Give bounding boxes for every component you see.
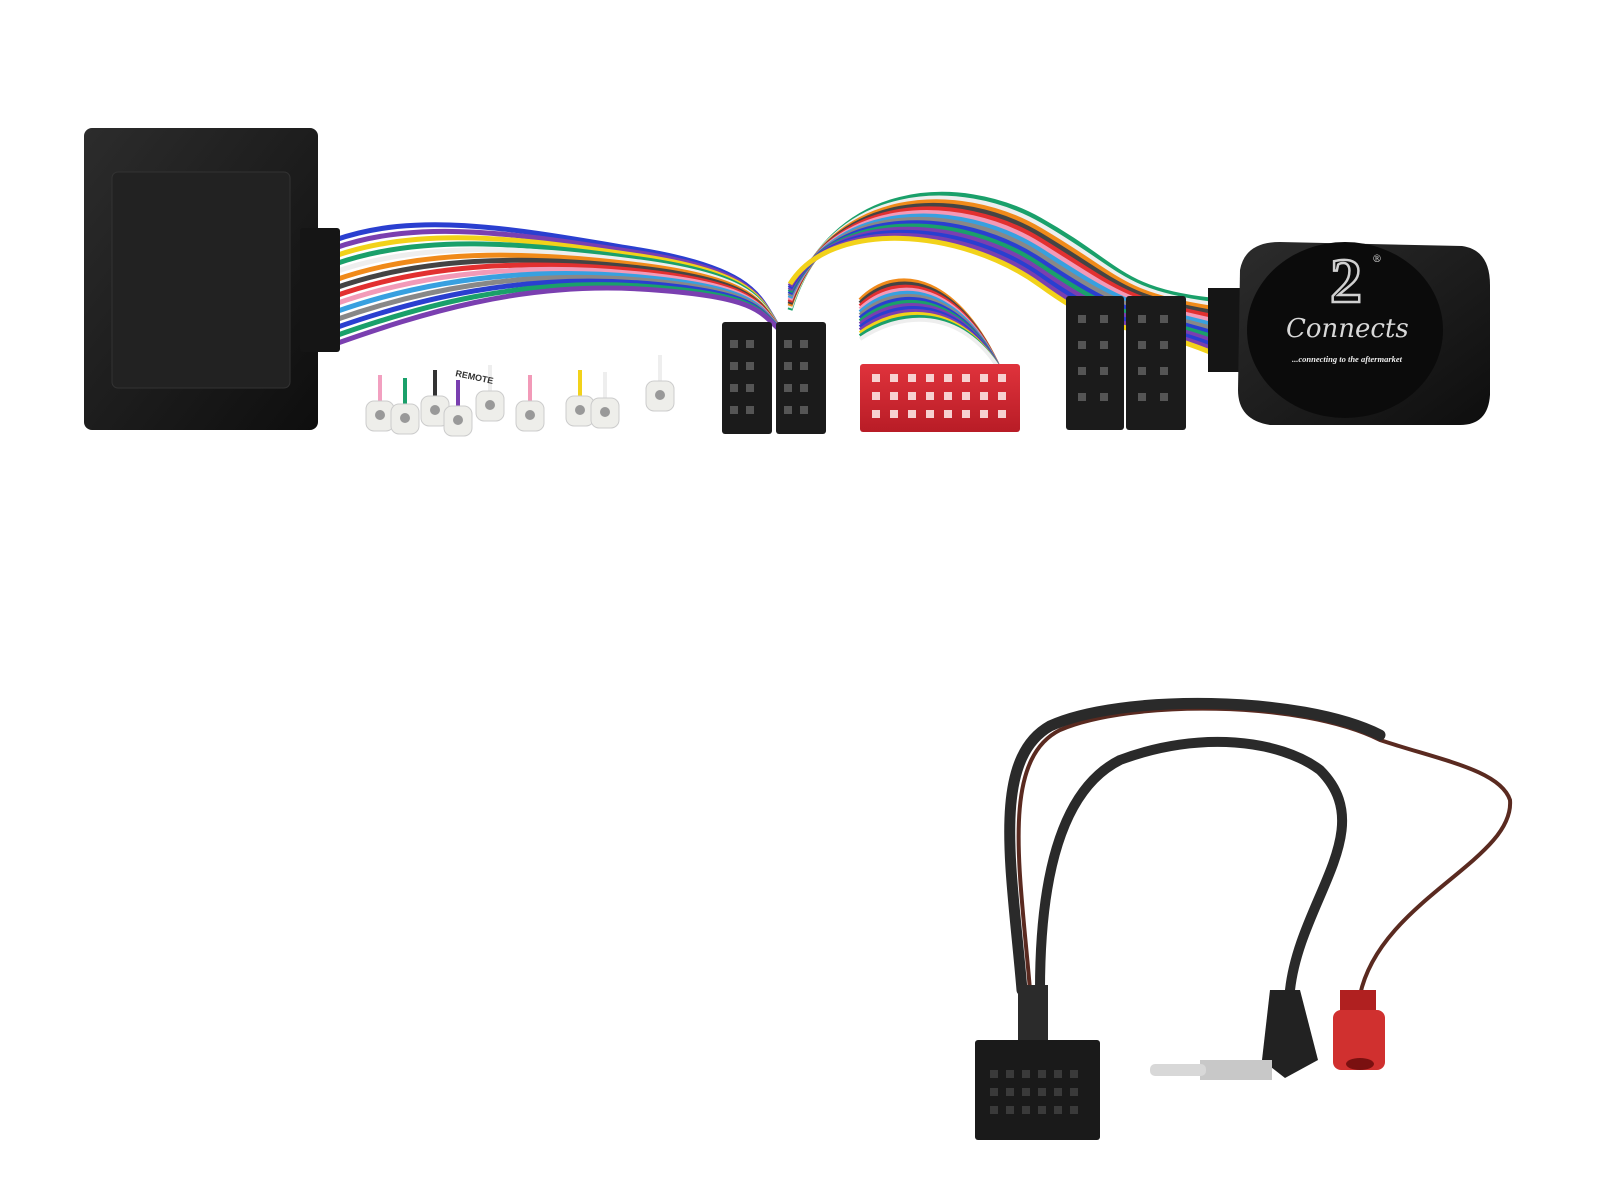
connector-pin [1038,1070,1046,1078]
connector-pin [1138,341,1146,349]
connector-pin [998,374,1006,382]
connector-pin [926,392,934,400]
connector-pin [784,340,792,348]
connector-pin [1078,367,1086,375]
terminal-hole [575,405,585,415]
connector-pin [1138,315,1146,323]
bullet-terminals [365,355,675,437]
connector-pin [872,374,880,382]
connector-pin [980,374,988,382]
logo-wordmark: Connects [1286,314,1409,344]
interface-box [84,128,340,430]
connector-pin [1006,1088,1014,1096]
connector-pin [1160,341,1168,349]
adapter-lead [975,697,1513,1140]
connector-pin [1100,341,1108,349]
connector-pin [1038,1088,1046,1096]
connector-pin [1070,1088,1078,1096]
connector-pin [1100,315,1108,323]
connector-pin [730,406,738,414]
connector-pin [1070,1106,1078,1114]
connector-pin [1160,367,1168,375]
terminal-hole [430,405,440,415]
connector-pin [944,392,952,400]
connector-pin [1022,1070,1030,1078]
red-connector [860,364,1020,432]
iso-connector-black-right [1066,296,1186,430]
logo-tagline: ...connecting to the aftermarket [1292,354,1403,364]
connector-pin [962,410,970,418]
connector-pin [784,406,792,414]
connector-pin [1078,393,1086,401]
connector-pin [1022,1106,1030,1114]
connector-pin [1054,1106,1062,1114]
connector-pin [1006,1106,1014,1114]
connector-pin [890,410,898,418]
logo-numeral: 2 [1330,245,1362,316]
connector-pin [944,410,952,418]
terminal-hole [375,410,385,420]
terminal-hole [655,390,665,400]
connector-pin [998,410,1006,418]
connector-pin [784,362,792,370]
connector-pin [908,392,916,400]
connector-pin [1022,1088,1030,1096]
steering-control-module: 2 ® Connects ...connecting to the afterm… [1208,242,1490,425]
connector-pin [990,1088,998,1096]
connector-pin [1054,1070,1062,1078]
terminal-hole [525,410,535,420]
connector-pin [962,392,970,400]
connector-pin [800,340,808,348]
connector-pin [730,362,738,370]
logo-registered: ® [1372,254,1382,265]
terminal-hole [485,400,495,410]
connector-pin [980,410,988,418]
connector-pin [1160,393,1168,401]
connector-pin [730,384,738,392]
connector-pin [872,410,880,418]
connector-pin [746,406,754,414]
connector-pin [908,374,916,382]
connector-pin [746,362,754,370]
connector-pin [800,406,808,414]
terminal-hole [453,415,463,425]
connector-pin [962,374,970,382]
connector-pin [980,392,988,400]
connector-pin [1078,341,1086,349]
connector-pin [908,410,916,418]
connector-pin [800,362,808,370]
connector-pin [800,384,808,392]
connector-pin [1054,1088,1062,1096]
connector-pin [890,374,898,382]
connector-pin [944,374,952,382]
connector-pin [1138,367,1146,375]
connector-pin [872,392,880,400]
connector-pin [1078,315,1086,323]
connector-pin [990,1070,998,1078]
connector-pin [1138,393,1146,401]
connector-pin [1038,1106,1046,1114]
connector-pin [990,1106,998,1114]
terminal-hole [400,413,410,423]
connector-pin [926,410,934,418]
connector-pin [746,340,754,348]
connector-pin [746,384,754,392]
connector-pin [998,392,1006,400]
connector-pin [730,340,738,348]
connector-pin [1100,367,1108,375]
connector-pin [926,374,934,382]
connector-pin [784,384,792,392]
connector-pin [1006,1070,1014,1078]
connector-pin [1100,393,1108,401]
wire [334,285,782,347]
terminal-hole [600,407,610,417]
connector-pin [1070,1070,1078,1078]
iso-connector-black-pair [722,322,826,434]
connector-pin [890,392,898,400]
wire [858,317,1002,372]
connector-pin [1160,315,1168,323]
